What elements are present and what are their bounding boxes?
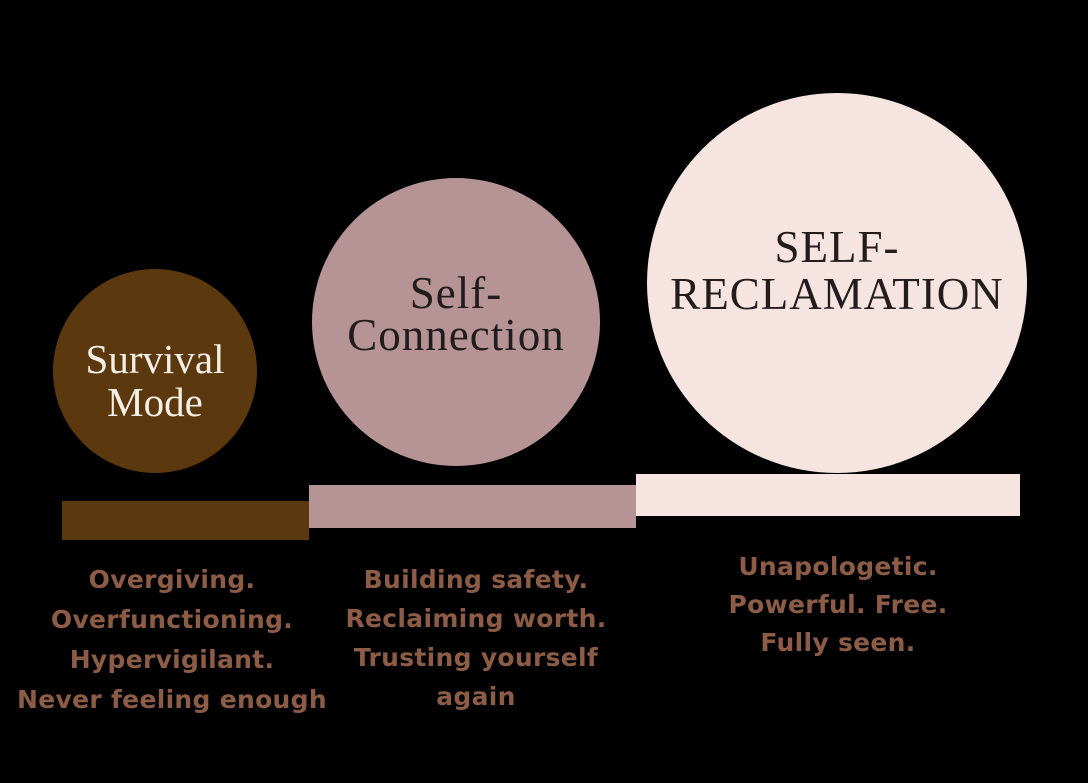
- description-line: Trusting yourself again: [353, 643, 599, 711]
- description-line: Reclaiming worth.: [345, 604, 607, 633]
- label-line: Self-: [409, 268, 503, 318]
- label-line: Connection: [347, 310, 565, 360]
- label-line: Survival: [85, 336, 225, 382]
- self-reclamation-bar: [636, 474, 1020, 516]
- self-reclamation-label: SELF- RECLAMATION: [670, 224, 1004, 318]
- survival-mode-bar: [62, 501, 309, 540]
- description-line: Hypervigilant.: [69, 645, 275, 674]
- self-connection-circle: Self- Connection: [312, 178, 600, 466]
- description-line: Overgiving.: [88, 565, 256, 594]
- description-line: Unapologetic.: [738, 552, 938, 581]
- description-line: Fully seen.: [760, 628, 916, 657]
- description-line: Building safety.: [363, 565, 589, 594]
- label-line: Mode: [107, 379, 203, 425]
- survival-mode-circle: Survival Mode: [53, 269, 257, 473]
- survival-mode-description: Overgiving. Overfunctioning. Hypervigila…: [12, 560, 332, 720]
- self-connection-label: Self- Connection: [347, 268, 565, 360]
- description-line: Powerful. Free.: [728, 590, 948, 619]
- self-reclamation-description: Unapologetic. Powerful. Free. Fully seen…: [678, 548, 998, 662]
- self-reclamation-circle: SELF- RECLAMATION: [647, 93, 1027, 473]
- label-line: SELF-: [774, 222, 900, 272]
- self-connection-description: Building safety. Reclaiming worth. Trust…: [316, 560, 636, 716]
- description-line: Never feeling enough: [17, 685, 327, 714]
- label-line: RECLAMATION: [670, 269, 1004, 319]
- self-connection-bar: [309, 485, 636, 528]
- description-line: Overfunctioning.: [50, 605, 294, 634]
- survival-mode-label: Survival Mode: [86, 338, 225, 424]
